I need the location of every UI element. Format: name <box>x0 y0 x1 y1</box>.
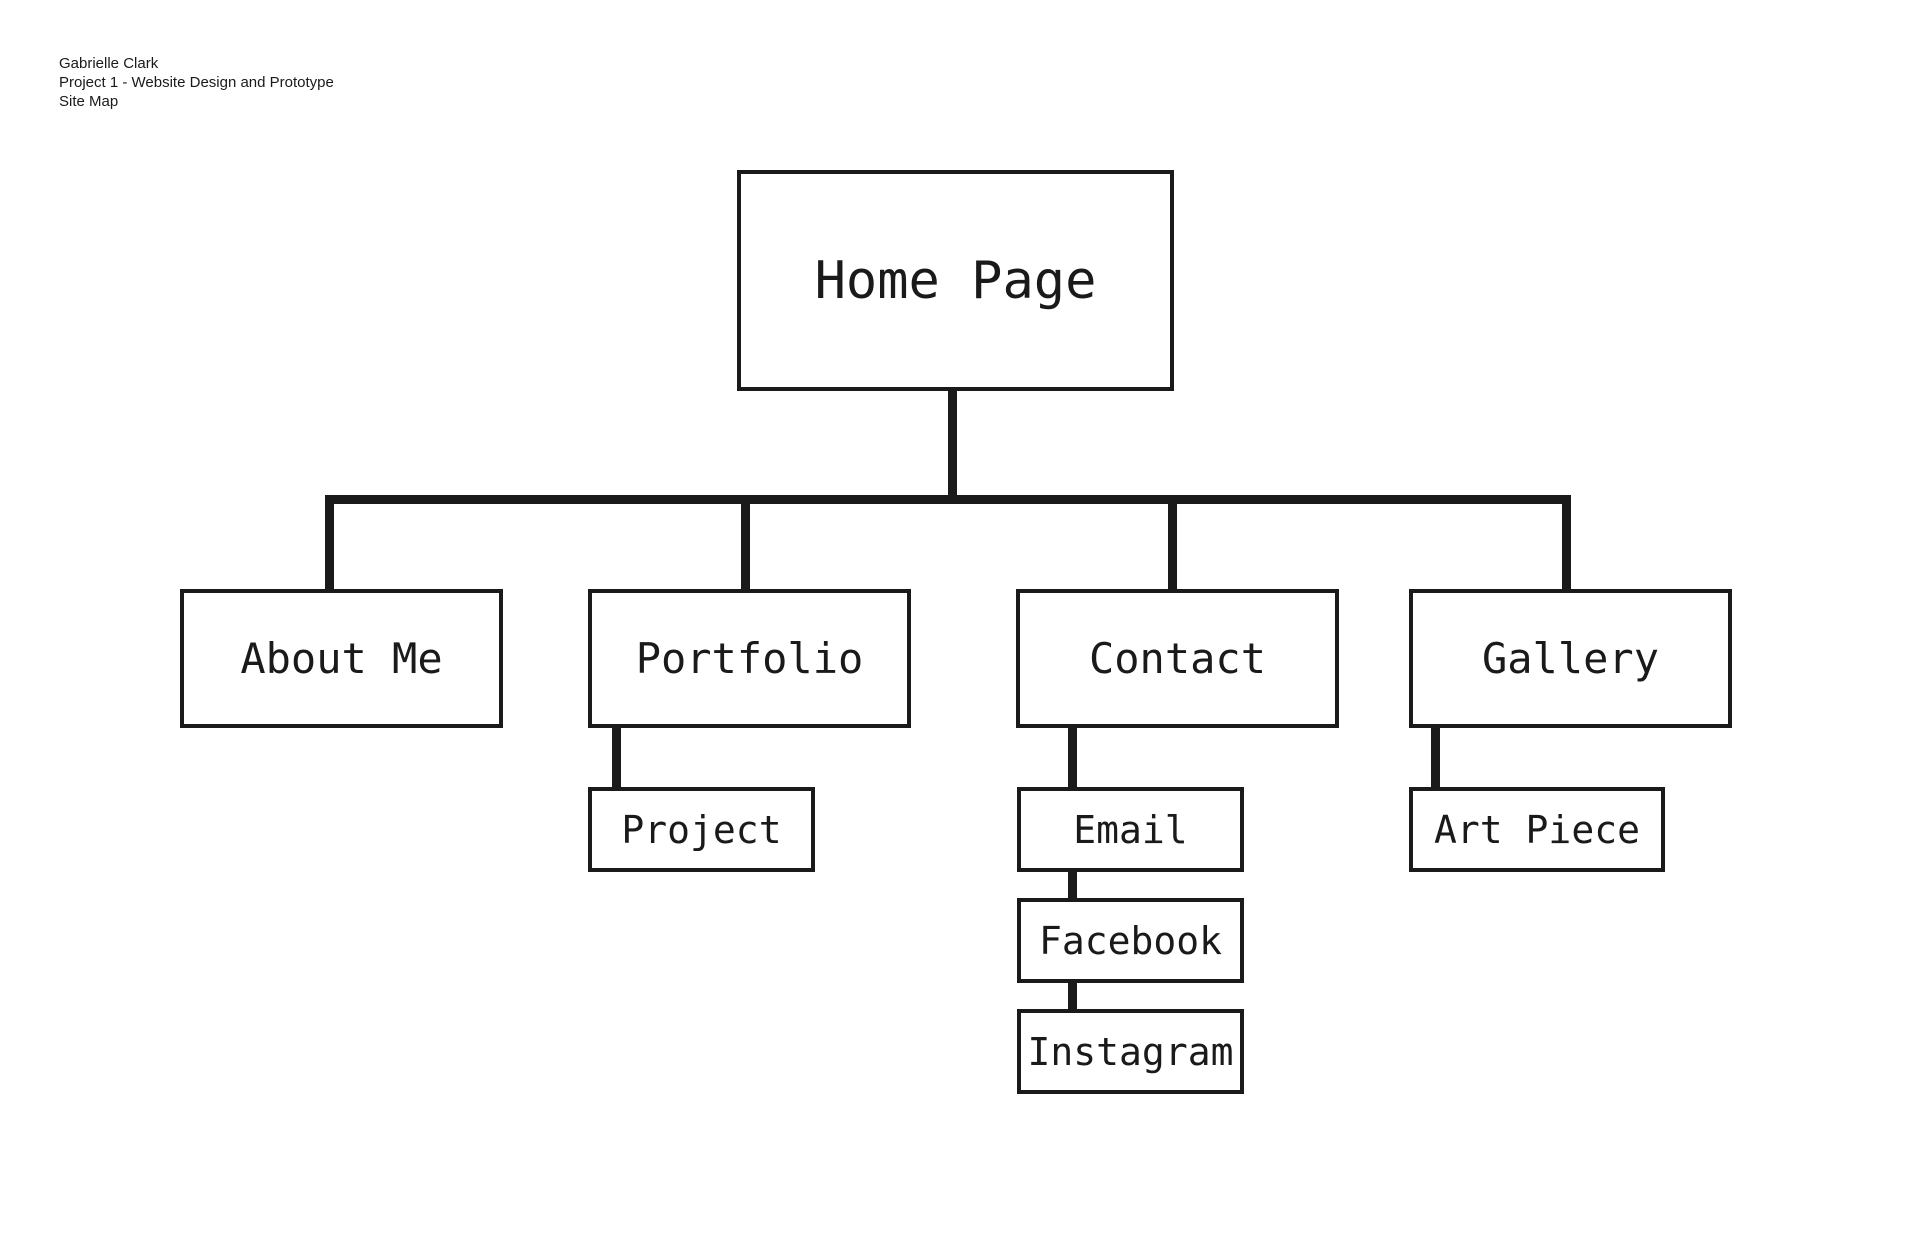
node-label: About Me <box>240 634 443 683</box>
node-label: Instagram <box>1027 1029 1234 1074</box>
connector-bus-to-contact <box>1168 495 1177 593</box>
node-label: Project <box>621 807 782 852</box>
node-facebook: Facebook <box>1017 898 1244 983</box>
node-contact: Contact <box>1016 589 1339 728</box>
author-name: Gabrielle Clark <box>59 55 159 72</box>
document-header: Gabrielle Clark Project 1 - Website Desi… <box>59 54 334 111</box>
connector-bus <box>325 495 1571 504</box>
project-title: Project 1 - Website Design and Prototype <box>59 74 334 91</box>
node-label: Portfolio <box>635 634 864 683</box>
node-project: Project <box>588 787 815 872</box>
node-gallery: Gallery <box>1409 589 1732 728</box>
connector-gallery-to-art-piece <box>1431 725 1440 791</box>
connector-bus-to-portfolio <box>741 495 750 593</box>
node-label: Email <box>1073 807 1188 852</box>
document-title: Site Map <box>59 93 119 110</box>
connector-bus-to-gallery <box>1562 495 1571 593</box>
node-home-page: Home Page <box>737 170 1174 391</box>
node-about-me: About Me <box>180 589 503 728</box>
node-label: Facebook <box>1038 918 1223 963</box>
node-instagram: Instagram <box>1017 1009 1244 1094</box>
connector-bus-to-about <box>325 495 334 593</box>
node-art-piece: Art Piece <box>1409 787 1665 872</box>
node-label: Art Piece <box>1434 807 1640 852</box>
node-label: Home Page <box>814 250 1097 311</box>
connector-portfolio-to-project <box>612 725 621 791</box>
connector-contact-to-email <box>1068 725 1077 791</box>
node-label: Gallery <box>1481 634 1659 683</box>
node-label: Contact <box>1088 634 1266 683</box>
node-portfolio: Portfolio <box>588 589 911 728</box>
node-email: Email <box>1017 787 1244 872</box>
connector-home-to-bus <box>948 388 957 499</box>
connector-facebook-to-instagram <box>1068 980 1077 1013</box>
connector-email-to-facebook <box>1068 869 1077 902</box>
